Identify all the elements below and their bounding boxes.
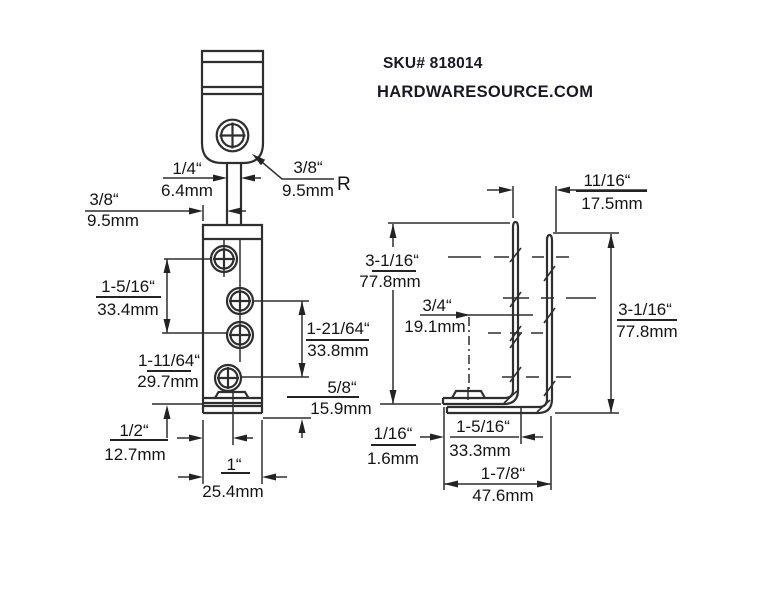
dim-height-left-mm: 77.8mm [359,272,420,291]
dim-leg-outer-in: 1-7/8“ [481,464,526,483]
dim-leg-inner-mm: 33.3mm [449,441,510,460]
tab-screw [215,118,250,153]
dim-slot-width-in: 1/4“ [172,159,202,178]
dim-half-width-in: 1/2“ [119,421,149,440]
dim-hole-span-right-mm: 33.8mm [307,341,368,360]
side-label-underlines [371,190,677,446]
dim-tab-offset-in: 3/4“ [422,296,452,315]
site-label: HARDWARESOURCE.COM [377,83,593,101]
dim-half-width-mm: 12.7mm [104,445,165,464]
dim-width-in: 1“ [226,455,241,474]
dim-hole-to-bottom-in: 1-11/64“ [138,351,200,370]
tab-strap [225,163,243,225]
dim-slot-width-mm: 6.4mm [161,181,213,200]
dim-edge-offset-in: 3/8“ [89,190,119,209]
side-dimension-labels: 11/16“ 17.5mm 3-1/16“ 77.8mm 3/4“ 19.1mm… [359,171,677,505]
dim-edge-offset-mm: 9.5mm [87,211,139,230]
dim-hole-to-bottom-mm: 29.7mm [137,372,198,391]
screw-hole [209,244,239,274]
dim-leg-outer-mm: 47.6mm [472,486,533,505]
front-label-underlines [96,296,369,474]
dim-overall-depth-mm: 17.5mm [581,194,642,213]
dim-overall-depth-in: 11/16“ [584,171,631,190]
dim-thickness-mm: 1.6mm [367,449,419,468]
dim-height-right-mm: 77.8mm [616,322,677,341]
dim-thickness-in: 1/16“ [374,424,413,443]
dim-height-left-in: 3-1/16“ [365,251,419,270]
dim-leg-inner-in: 1-5/16“ [456,417,510,436]
screw-hole [225,286,255,316]
dim-corner-radius-in: 3/8“ [293,158,323,177]
front-tab-outline [200,49,265,165]
sku-label: SKU# 818014 [383,55,483,72]
dim-bottom-hole-mm: 15.9mm [310,399,371,418]
side-view: 11/16“ 17.5mm 3-1/16“ 77.8mm 3/4“ 19.1mm… [359,171,677,505]
dim-corner-radius-suffix: R [337,174,351,195]
front-dimension-lines [85,154,334,484]
dim-tab-offset-mm: 19.1mm [404,317,465,336]
dim-corner-radius-mm: 9.5mm [282,181,334,200]
dim-height-right-in: 3-1/16“ [618,300,672,319]
screw-hole [225,320,255,350]
hole-centerlines [448,256,596,390]
dim-hole-span-right-in: 1-21/64“ [306,319,370,338]
screw-hole [213,363,243,393]
side-dimension-lines [380,186,647,490]
dim-width-mm: 25.4mm [202,482,263,501]
dim-hole-span-left-mm: 33.4mm [97,300,158,319]
dim-bottom-hole-in: 5/8“ [327,378,357,397]
dim-hole-span-left-in: 1-5/16“ [101,277,155,296]
header: SKU# 818014 HARDWARESOURCE.COM [377,55,593,101]
front-dimension-labels: 1/4“ 6.4mm 3/8“ 9.5mm 3/8“ 9.5mm R 1-5/1… [87,158,372,501]
front-view: 1/4“ 6.4mm 3/8“ 9.5mm 3/8“ 9.5mm R 1-5/1… [85,49,372,501]
